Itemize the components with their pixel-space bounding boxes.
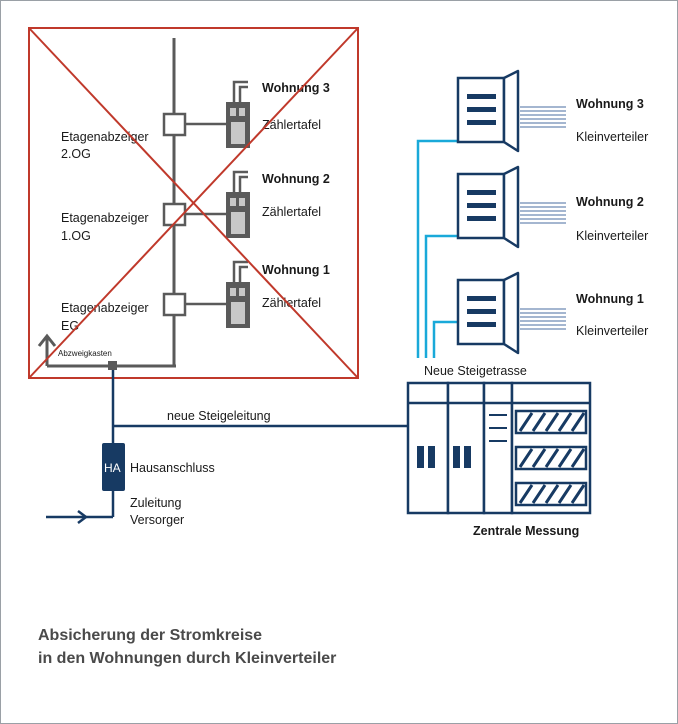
house-connection-badge: [102, 443, 125, 491]
house-connection-label: Hausanschluss: [130, 461, 215, 475]
central-metering-cabinet: [406, 381, 592, 515]
supply-label-line2: Versorger: [130, 513, 184, 527]
supply-label-line1: Zuleitung: [130, 496, 181, 510]
floor-label-eg-line2: EG: [61, 319, 79, 333]
house-connection: [46, 443, 125, 524]
distributor-label-2: Kleinverteiler: [576, 229, 648, 243]
meter-panel-1: [226, 260, 250, 328]
caption-line-2: in den Wohnungen durch Kleinverteiler: [38, 650, 337, 667]
riser-line-label: neue Steigeleitung: [167, 409, 271, 423]
meter-panel-2: [226, 170, 250, 238]
apartment-label-old-3: Wohnung 3: [262, 81, 330, 95]
apartment-label-old-2: Wohnung 2: [262, 172, 330, 186]
distributor-3: [456, 69, 566, 153]
panel-label-old-1: Zählertafel: [262, 296, 321, 310]
meter-panel-3: [226, 80, 250, 148]
distributor-1: [456, 271, 566, 355]
central-metering-label: Zentrale Messung: [473, 524, 579, 538]
distributor-label-3: Kleinverteiler: [576, 130, 648, 144]
distributor-2: [456, 165, 566, 249]
apartment-label-new-1: Wohnung 1: [576, 292, 644, 306]
floor-label-eg-line1: Etagenabzeiger: [61, 301, 149, 315]
panel-label-old-3: Zählertafel: [262, 118, 321, 132]
caption-line-1: Absicherung der Stromkreise: [38, 627, 263, 644]
apartment-label-old-1: Wohnung 1: [262, 263, 330, 277]
diagram-caption: Absicherung der Stromkreise in den Wohnu…: [38, 624, 598, 670]
riser-route-label: Neue Steigetrasse: [424, 364, 527, 378]
floor-label-1og-line2: 1.OG: [61, 229, 91, 243]
apartment-label-new-2: Wohnung 2: [576, 195, 644, 209]
new-riser-line: [111, 370, 408, 443]
old-system: Abzweigkasten: [37, 38, 330, 370]
junction-box: [108, 361, 117, 370]
new-riser-route: [416, 139, 458, 358]
up-arrow-icon: [37, 333, 57, 347]
apartment-label-new-3: Wohnung 3: [576, 97, 644, 111]
junction-box-label: Abzweigkasten: [58, 349, 112, 358]
floor-box-2og: [162, 112, 187, 137]
supply-arrow-icon: [77, 510, 89, 524]
house-connection-badge-text: HA: [104, 461, 121, 475]
floor-label-2og-line2: 2.OG: [61, 147, 91, 161]
floor-box-eg: [162, 292, 187, 317]
panel-label-old-2: Zählertafel: [262, 205, 321, 219]
crossed-out-box: [28, 27, 359, 379]
floor-label-2og-line1: Etagenabzeiger: [61, 130, 149, 144]
distributor-label-1: Kleinverteiler: [576, 324, 648, 338]
floor-label-1og-line1: Etagenabzeiger: [61, 211, 149, 225]
